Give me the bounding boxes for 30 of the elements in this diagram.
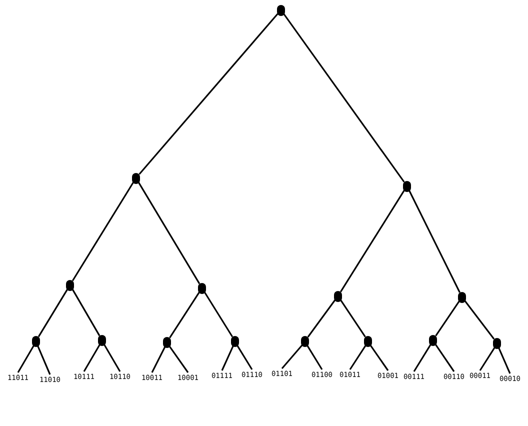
tree-edge [283,14,405,182]
tree-edge [434,344,455,372]
tree-edge [281,344,303,370]
tree-edge [306,345,323,370]
tree-edge [464,300,495,340]
tree-edge [168,346,189,373]
tree-edge [72,288,100,336]
tree-edge [38,288,68,338]
tree-edge [413,344,432,372]
tree-edge [151,346,166,373]
tree-edge [340,190,406,292]
tree-edge [169,292,200,338]
tree-edge [307,300,336,338]
tree-edge [349,344,366,370]
tree-edge [370,344,389,371]
tree-edge [83,344,100,372]
tree-edge [72,182,134,282]
tree-edge [36,345,51,375]
tree-edge [340,300,366,338]
tree-edge [408,190,460,293]
tree-edge [479,347,496,371]
tree-edge [204,292,234,338]
tree-edge [104,344,121,372]
tree-edge [17,345,34,373]
tree-edge [138,13,278,175]
tree-edge [221,345,234,371]
tree-edge [498,347,511,374]
tree-edge [236,345,253,370]
tree-edge [138,182,200,284]
tree-edge [435,300,460,336]
